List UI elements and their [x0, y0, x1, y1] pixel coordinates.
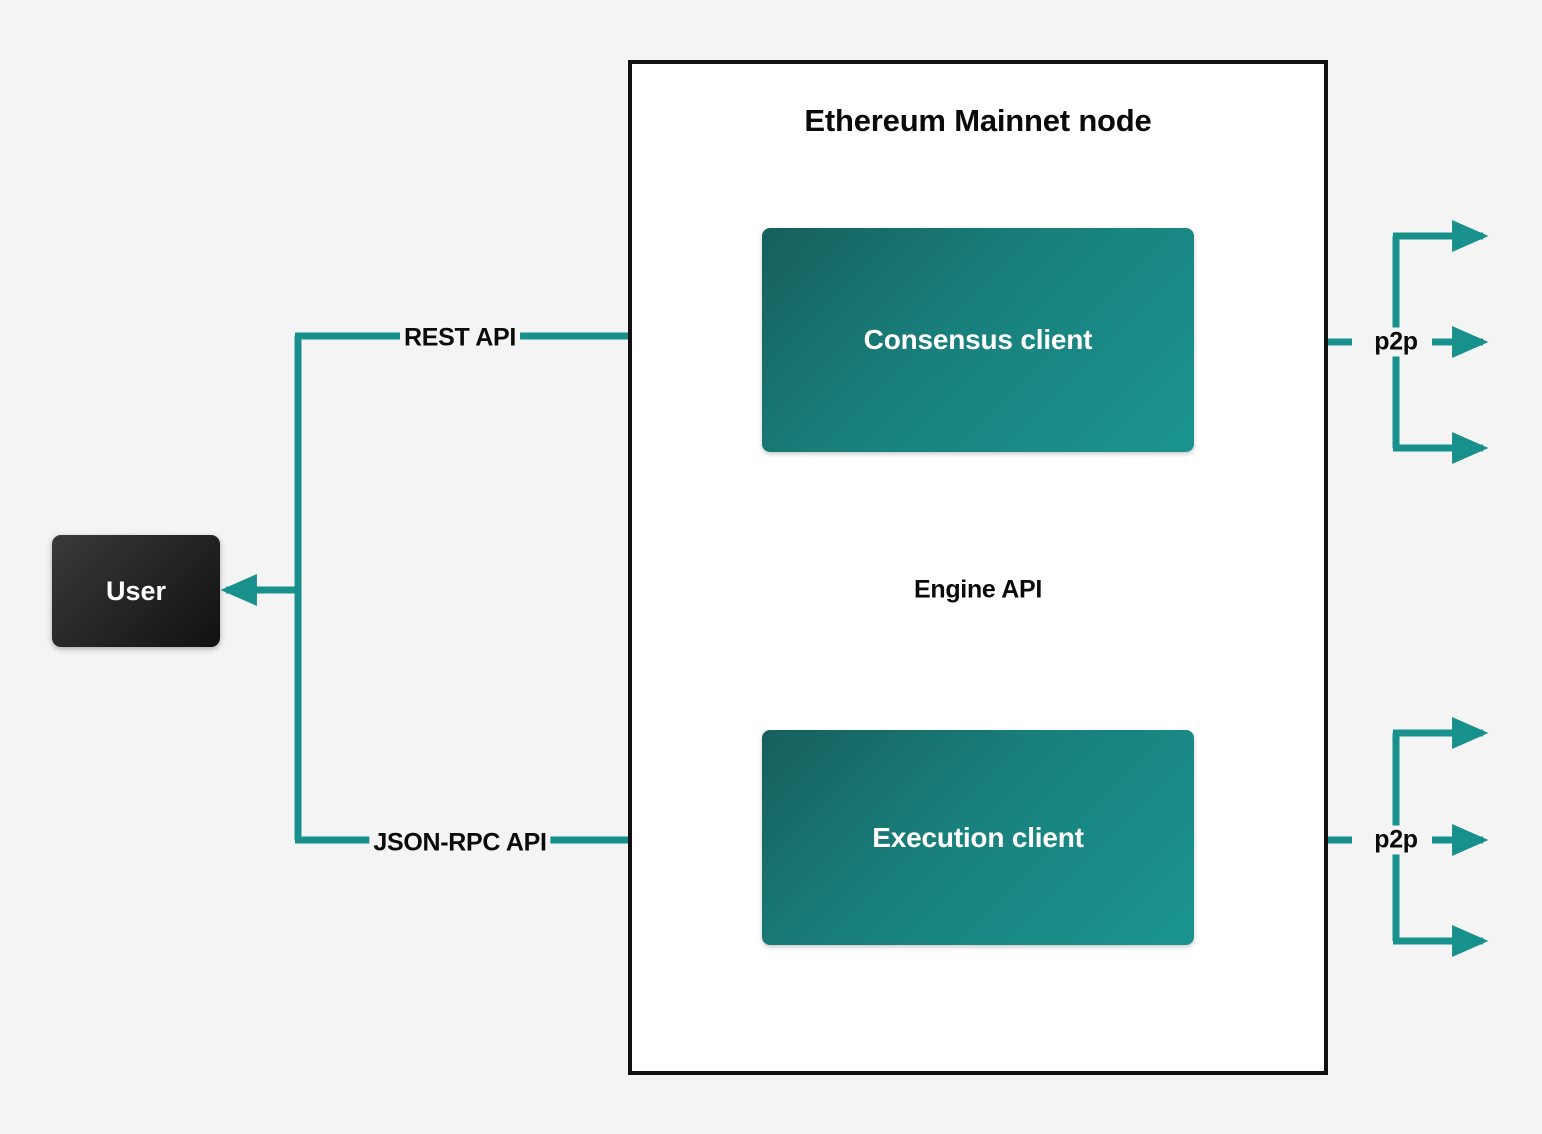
edge-label-p2p-execution: p2p: [1370, 825, 1422, 855]
edge-label-engine-api: Engine API: [909, 575, 1047, 605]
edge-label-json-rpc-api: JSON-RPC API: [369, 828, 551, 858]
edge-label-p2p-consensus: p2p: [1370, 327, 1422, 357]
edge-label-rest-api: REST API: [400, 323, 520, 353]
execution-client-node[interactable]: Execution client: [762, 730, 1194, 945]
consensus-client-node[interactable]: Consensus client: [762, 228, 1194, 452]
diagram-title: Ethereum Mainnet node: [804, 103, 1152, 138]
execution-client-label: Execution client: [872, 821, 1084, 853]
user-node[interactable]: User: [52, 535, 220, 647]
user-label: User: [105, 575, 167, 606]
consensus-client-label: Consensus client: [863, 324, 1093, 355]
